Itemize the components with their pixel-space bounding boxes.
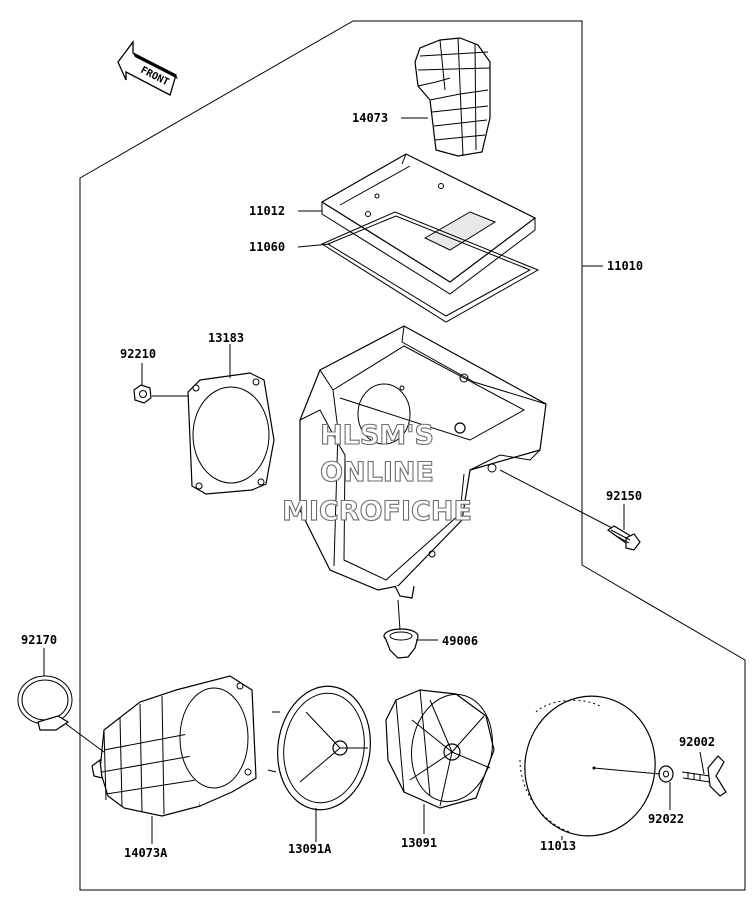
part-92150-bolt[interactable] <box>606 525 641 551</box>
label-92210: 92210 <box>120 347 156 361</box>
part-13183-plate[interactable] <box>187 372 275 495</box>
label-13091: 13091 <box>401 836 437 850</box>
label-13091A: 13091A <box>288 842 332 856</box>
label-11012: 11012 <box>249 204 285 218</box>
part-11013-element[interactable] <box>514 686 666 846</box>
part-49006-cap[interactable] <box>383 628 419 659</box>
label-92170: 92170 <box>21 633 57 647</box>
watermark-line-2: ONLINE <box>320 457 434 488</box>
part-14073-duct[interactable] <box>414 37 491 157</box>
label-11013: 11013 <box>540 839 576 853</box>
part-92022-washer[interactable] <box>658 765 674 783</box>
assembly-frame <box>79 20 746 891</box>
part-92002-wingbolt[interactable] <box>681 755 727 797</box>
watermark-line-3: MICROFICHE <box>282 496 472 527</box>
part-92170-clamp[interactable] <box>17 675 73 731</box>
watermark-line-1: HLSM'S <box>320 420 434 451</box>
label-92002: 92002 <box>679 735 715 749</box>
part-92210-nut[interactable] <box>133 384 152 404</box>
part-11012-cover[interactable] <box>320 153 537 295</box>
watermark: HLSM'S ONLINE MICROFICHE <box>282 419 473 527</box>
part-11010-housing[interactable] <box>299 325 547 599</box>
label-13183: 13183 <box>208 331 244 345</box>
front-arrow-icon: FRONT <box>117 40 178 96</box>
part-labels: 14073 11012 11060 11010 92210 13183 9215… <box>21 111 715 860</box>
part-13091-cage[interactable] <box>385 688 501 809</box>
part-14073A-duct[interactable] <box>91 675 257 817</box>
part-11060-gasket[interactable] <box>320 211 540 323</box>
label-11010: 11010 <box>607 259 643 273</box>
label-14073: 14073 <box>352 111 388 125</box>
label-49006: 49006 <box>442 634 478 648</box>
label-92022: 92022 <box>648 812 684 826</box>
label-92150: 92150 <box>606 489 642 503</box>
label-14073A: 14073A <box>124 846 168 860</box>
part-13091A-frame[interactable] <box>267 680 378 816</box>
label-11060: 11060 <box>249 240 285 254</box>
leader-lines <box>43 117 705 844</box>
